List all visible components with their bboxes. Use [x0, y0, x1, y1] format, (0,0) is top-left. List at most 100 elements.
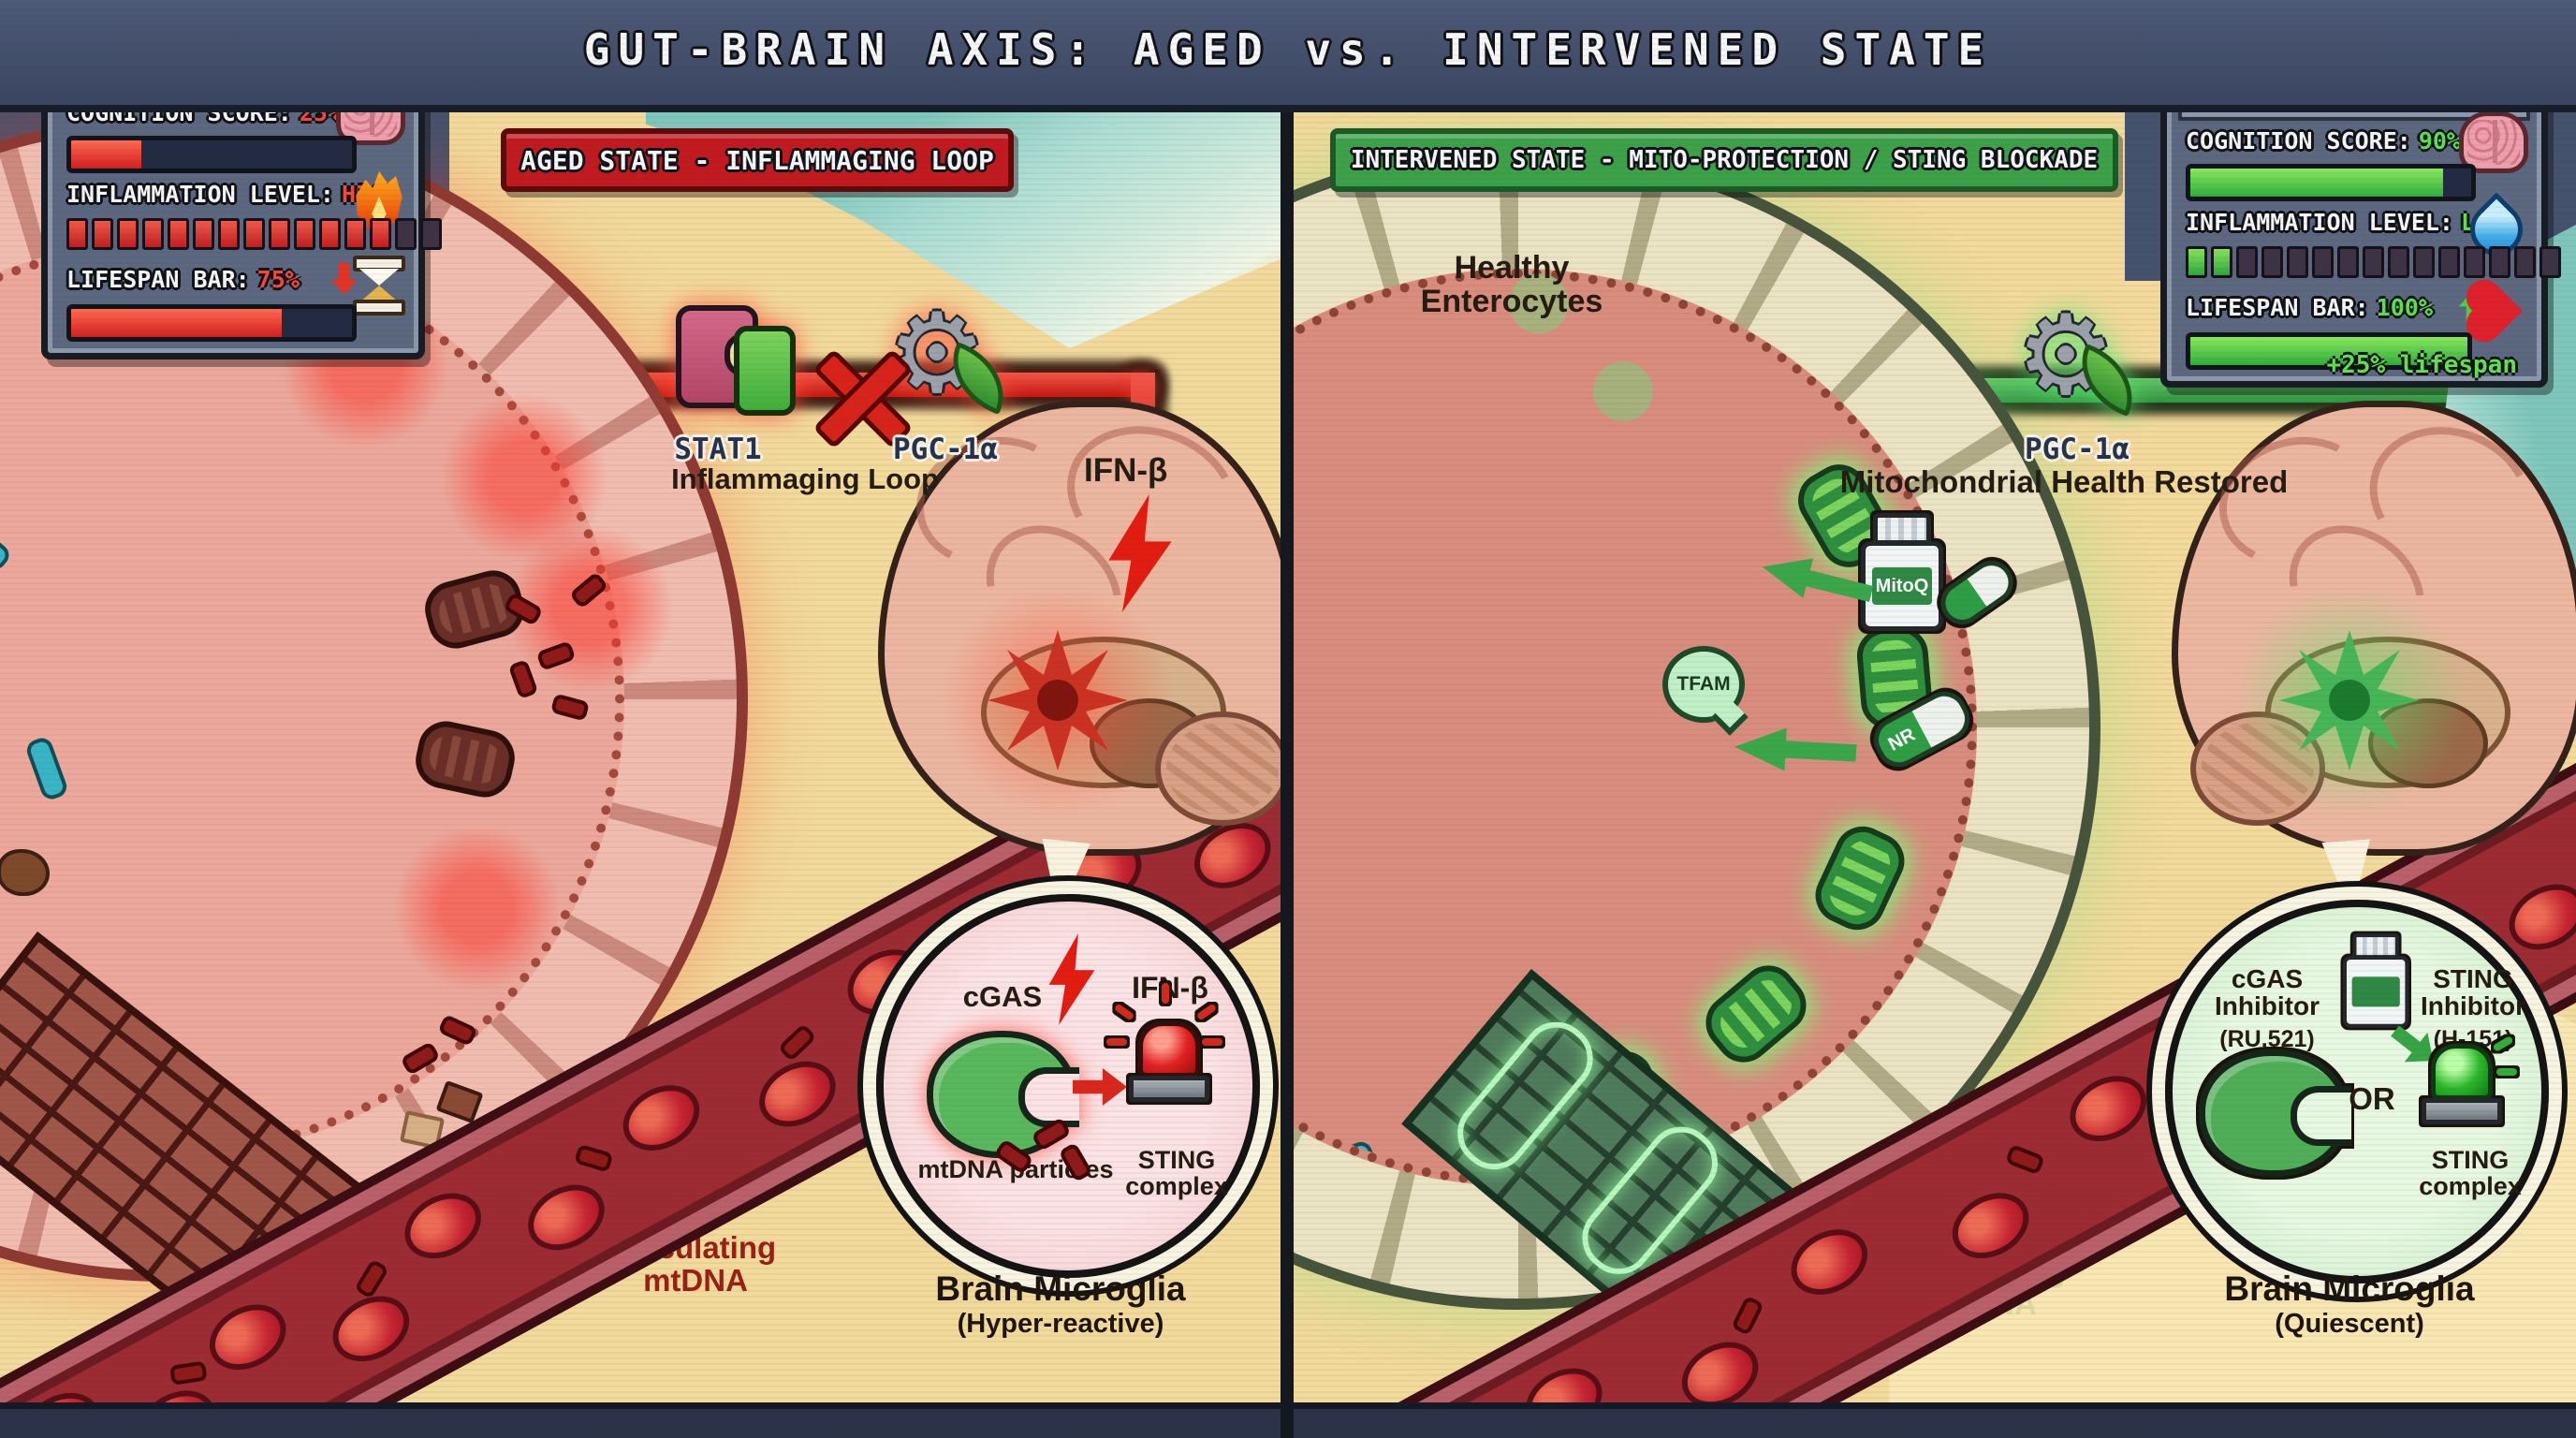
heart-icon	[2472, 282, 2528, 336]
inflammation-segment	[218, 218, 240, 250]
aged-state-banner: AGED STATE - INFLAMMAGING LOOP	[501, 128, 1014, 192]
red-blood-cell	[393, 1180, 493, 1271]
inflammation-segment	[117, 218, 139, 250]
mtdna-dash	[1731, 1295, 1764, 1336]
mito-health-restored-label: Mitochondrial Health Restored	[1839, 464, 2289, 499]
inflammation-segment	[2337, 246, 2359, 278]
pgc1a-gear-icon: ⚙	[887, 298, 1018, 419]
title-bar: GUT-BRAIN AXIS: AGED vs. INTERVENED STAT…	[0, 0, 2576, 112]
sting-complex-label: STING complex	[2419, 1146, 2522, 1201]
brain-intervened	[2172, 401, 2576, 856]
bottle-label: MitoQ	[1872, 567, 1932, 605]
inflammation-segment	[2312, 246, 2334, 278]
page-title: GUT-BRAIN AXIS: AGED vs. INTERVENED STAT…	[583, 24, 1993, 75]
inflammaging-loop-label: Inflammaging Loop	[671, 462, 939, 495]
red-blood-cell	[2058, 1063, 2159, 1154]
siren-ray	[1202, 1038, 1222, 1046]
microbe-blob	[0, 849, 50, 896]
microbe-rod	[0, 514, 14, 574]
inflammation-segment	[168, 218, 189, 250]
hourglass-icon	[353, 256, 405, 315]
lifespan-bar	[66, 304, 357, 342]
inflammation-segment	[2514, 246, 2536, 278]
cognition-score-label: COGNITION SCORE:	[2186, 126, 2411, 154]
cognition-bar	[2186, 164, 2476, 201]
arrow-right-icon	[1073, 1068, 1127, 1106]
tfam-bubble: TFAM	[1662, 646, 1745, 723]
microbe-rod	[23, 735, 70, 802]
inflammation-segment	[193, 218, 214, 250]
mitoq-bottle-icon: MitoQ	[1861, 513, 1943, 631]
cognition-bar-fill	[2190, 169, 2443, 197]
inflammation-segment	[2388, 246, 2409, 278]
red-blood-cell	[2497, 871, 2576, 963]
capsule-label: NR	[1884, 724, 1919, 756]
red-blood-cell	[611, 1072, 711, 1164]
mtdna-dash	[354, 1258, 389, 1299]
aged-state-panel: ⚙ STAT1 PGC-1α Inflammaging Loop IFN-β A…	[0, 0, 1288, 1438]
sting-inhibitor-label: STING Inhibitor	[2421, 964, 2525, 1021]
brain-icon	[2459, 111, 2528, 173]
panel-divider	[1281, 97, 1294, 1438]
inflammation-segment	[2236, 246, 2258, 278]
lifespan-bar-fill	[2190, 337, 2467, 365]
siren-ray	[1195, 1003, 1218, 1021]
red-blood-cell	[1940, 1180, 2041, 1271]
siren-ray	[1113, 1003, 1135, 1021]
inhibitor-bottle-icon	[2343, 933, 2409, 1028]
inflammation-glow	[393, 824, 562, 992]
inflammation-segment	[2261, 246, 2283, 278]
siren-dome	[1138, 1021, 1200, 1078]
microglia-inset-intervened: cGAS Inhibitor (RU.521) STING Inhibitor …	[2165, 900, 2549, 1284]
pgc1a-gear-icon: ⚙	[2016, 300, 2147, 421]
bottle-body: MitoQ	[1861, 541, 1943, 631]
siren-base	[2422, 1098, 2502, 1124]
siren-ray	[1162, 983, 1169, 1004]
red-blood-cell	[516, 1171, 616, 1264]
siren-dome	[2431, 1044, 2493, 1100]
sting-complex-label: STING complex	[1125, 1146, 1228, 1201]
inflammation-segment	[2539, 246, 2561, 278]
inflammation-segment	[2413, 246, 2435, 278]
stat1-icon	[676, 305, 798, 416]
cgas-inhibitor-code: (RU.521)	[2219, 1026, 2315, 1052]
inflammation-segment	[269, 218, 290, 250]
sting-alarm-icon	[1106, 983, 1222, 1102]
red-blood-cell	[1779, 1216, 1880, 1308]
inflammation-segment	[2489, 246, 2510, 278]
microglia-core	[1037, 680, 1078, 721]
ifn-beta-label: IFN-β	[1132, 971, 1208, 1005]
microglia-state-caption: (Hyper-reactive)	[957, 1309, 1164, 1339]
inflammation-segment	[2211, 246, 2232, 278]
inflammation-level-label: INFLAMMATION LEVEL:	[2186, 209, 2453, 236]
inflammation-segment	[395, 218, 417, 250]
cognition-bar	[66, 136, 357, 173]
red-blood-cell	[321, 1283, 421, 1374]
inflammation-segment	[2464, 246, 2485, 278]
pgc1a-label: PGC-1α	[893, 433, 998, 466]
mtdna-dash	[777, 1022, 817, 1063]
inflammation-segment	[294, 218, 315, 250]
inflammation-bar	[2186, 246, 2561, 278]
pgc1a-label: PGC-1α	[2025, 433, 2130, 466]
stat1-green-subunit	[734, 326, 796, 416]
siren-base	[1129, 1076, 1209, 1102]
cgas-protein-icon	[2199, 1049, 2351, 1177]
inflammation-bar	[66, 218, 442, 250]
healthy-enterocytes-label: Healthy Enterocytes	[1420, 250, 1603, 320]
inflammation-segment	[2363, 246, 2384, 278]
lifespan-bar-value: 100%	[2376, 293, 2433, 321]
inflammation-segment	[142, 218, 164, 250]
cell-nucleus	[1509, 273, 1569, 333]
brain-microglia-caption: Brain Microglia	[935, 1269, 1186, 1308]
inflammation-segment	[370, 218, 391, 250]
microglia-state-caption: (Quiescent)	[2275, 1309, 2424, 1339]
inflammation-segment	[420, 218, 442, 250]
siren-ray	[1106, 1038, 1127, 1046]
mtdna-dash	[2004, 1143, 2045, 1176]
lifespan-bar-value: 75%	[256, 265, 300, 293]
brain-aged	[878, 401, 1288, 856]
intervened-state-banner: INTERVENED STATE - MITO-PROTECTION / STI…	[1330, 128, 2118, 192]
inflammation-segment	[319, 218, 341, 250]
